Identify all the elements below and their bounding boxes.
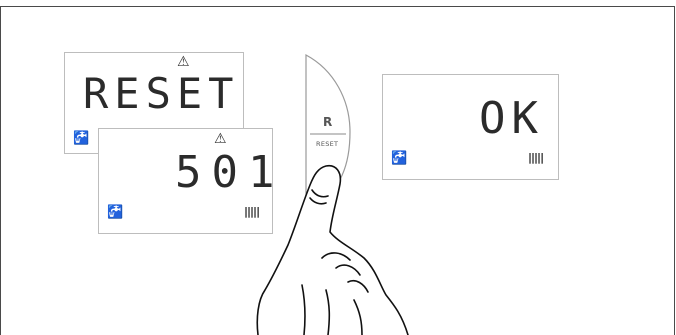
- reset-button-symbol[interactable]: R: [323, 115, 332, 129]
- pointing-hand: [257, 166, 408, 335]
- reset-button-label[interactable]: RESET: [316, 140, 338, 148]
